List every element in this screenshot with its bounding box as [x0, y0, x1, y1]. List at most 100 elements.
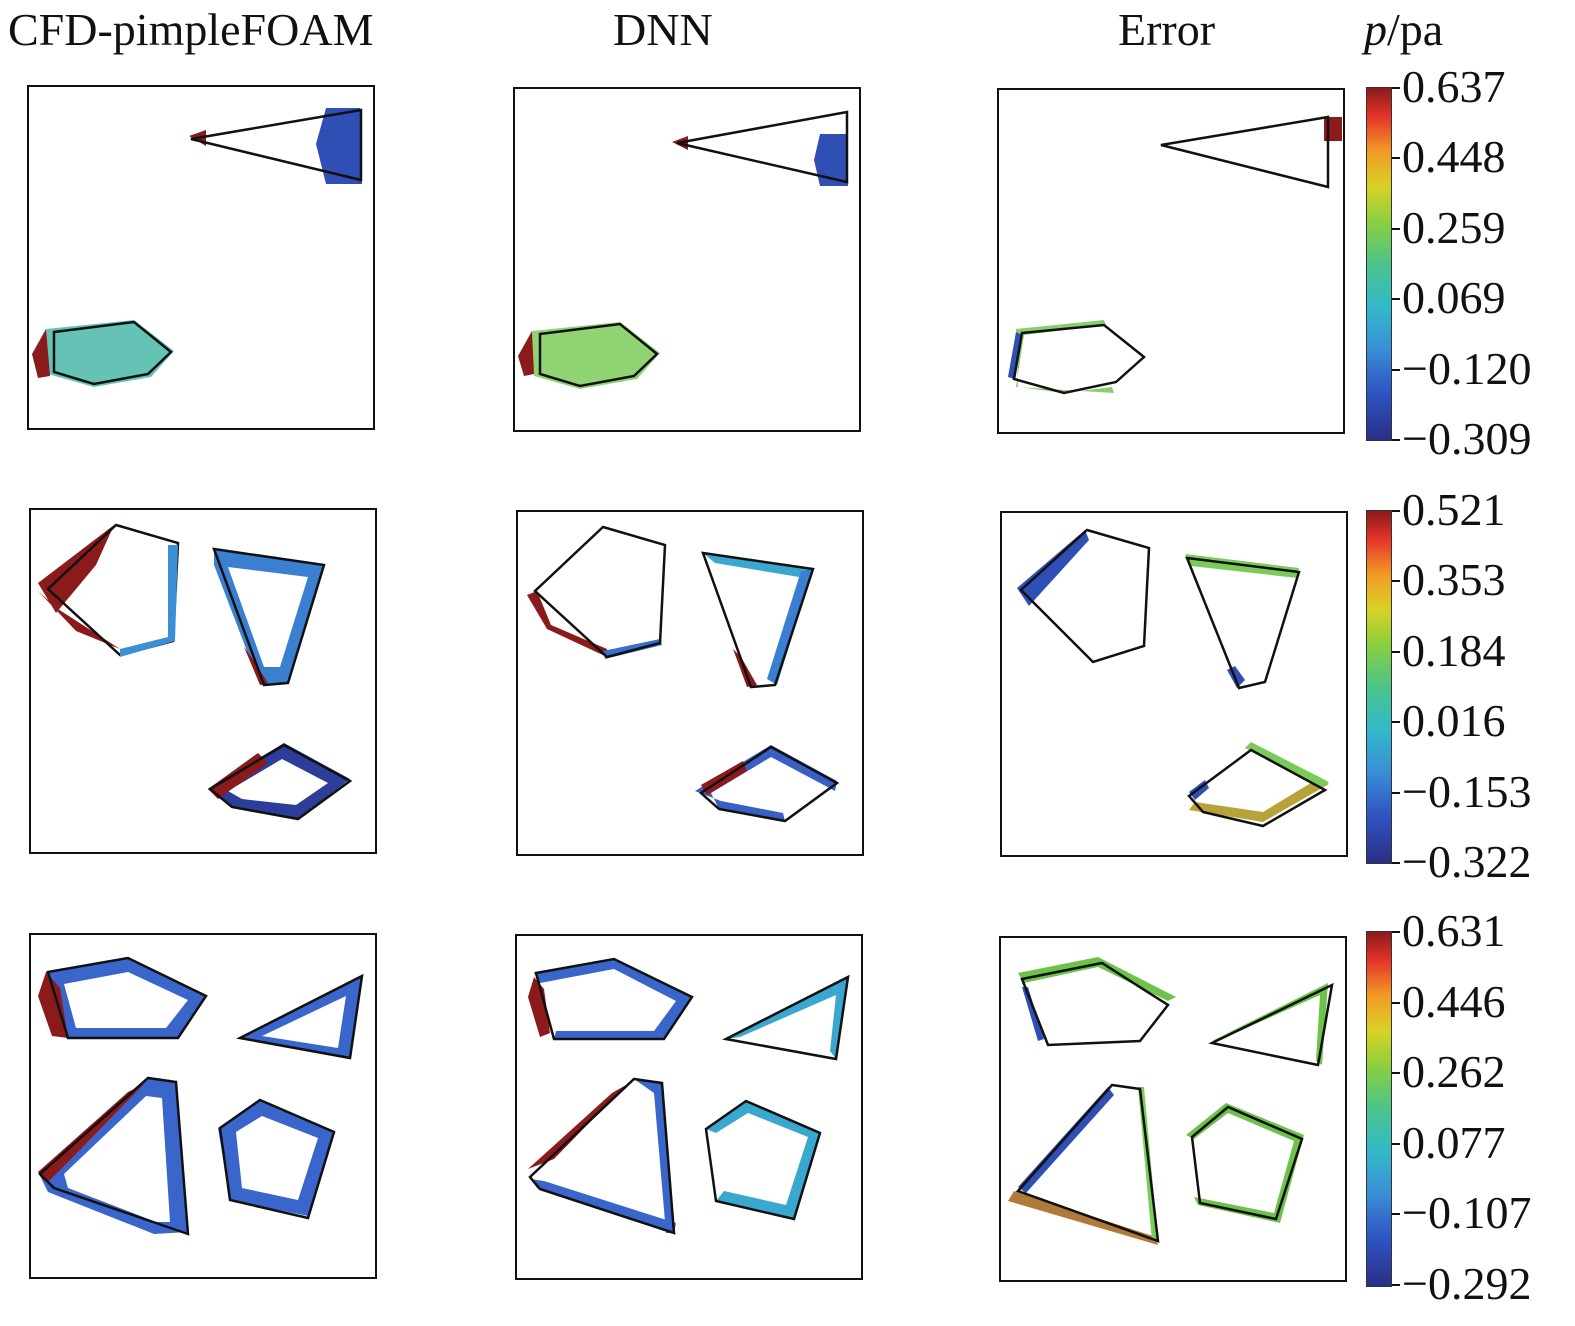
quad-pressure-band	[530, 1179, 676, 1233]
panel-row2-error	[1000, 511, 1348, 857]
pentagon-shape	[534, 957, 694, 1041]
pentagon-inner	[64, 972, 188, 1028]
row3-error-shapes	[1008, 957, 1334, 1245]
trapezoid-band-right	[767, 569, 813, 685]
trapezoid-shape	[212, 547, 326, 687]
row3-dnn-shapes	[528, 957, 850, 1235]
colorbar-row3	[1366, 931, 1392, 1287]
panel-row2-cfd	[29, 508, 377, 854]
quad-shape	[1187, 748, 1328, 828]
pentagon-low-band	[120, 545, 178, 657]
colorbar-row3-label-min: −0.292	[1402, 1258, 1532, 1309]
column-title-dnn: DNN	[613, 4, 713, 55]
panel-row1-dnn	[513, 87, 861, 432]
pentagon-shape	[1019, 528, 1151, 664]
colorbar-row1-label-min: −0.309	[1402, 413, 1532, 464]
row2-error-shapes	[1017, 528, 1329, 828]
column-title-error: Error	[1118, 4, 1216, 55]
colorbar-row2-tick	[1392, 580, 1400, 582]
hexagon-shape	[52, 320, 173, 386]
trapezoid-pressure-band	[703, 553, 813, 579]
colorbar-row2-label: −0.153	[1402, 766, 1532, 817]
colorbar-row3-tick	[1392, 1213, 1400, 1215]
quad-error-band	[1008, 1191, 1158, 1245]
triangle-shape	[1160, 115, 1330, 189]
colorbar-row1-tick	[1392, 369, 1400, 371]
colorbar-row1-tick	[1392, 228, 1400, 230]
row1-dnn-shapes	[518, 110, 849, 389]
triangle-shape	[676, 110, 849, 184]
hexagon-shape	[1012, 323, 1146, 395]
quad-inner	[228, 759, 328, 805]
quad-shape	[207, 743, 353, 821]
pressure-symbol: p	[1364, 4, 1387, 55]
quad-low-band	[1018, 1087, 1114, 1193]
quad-shape	[698, 745, 840, 823]
colorbar-row3-label-max: 0.631	[1402, 905, 1506, 956]
triangle-pressure-band	[726, 977, 848, 1059]
trapezoid-shape	[1185, 556, 1301, 690]
pentagon2-shape	[1190, 1105, 1304, 1221]
quad-shape	[1015, 1083, 1160, 1243]
pentagon2-pressure-band	[706, 1101, 820, 1219]
colorbar-row1-tick	[1392, 157, 1400, 159]
panel-row3-error	[999, 936, 1347, 1282]
pentagon-high-band	[528, 977, 550, 1037]
colorbar-row3-label: 0.262	[1402, 1046, 1506, 1097]
pentagon-pressure-band	[534, 959, 692, 1039]
triangle-shape	[236, 973, 364, 1060]
triangle-inner	[262, 996, 346, 1048]
row2-dnn-shapes	[527, 525, 840, 823]
row1-error-shapes	[1008, 115, 1342, 395]
colorbar-row2-label-min: −0.322	[1402, 836, 1532, 887]
colorbar-row2	[1366, 510, 1392, 864]
panel-row2-dnn	[516, 510, 864, 856]
quad-top-band	[1245, 742, 1329, 788]
hexagon-high-band	[32, 329, 50, 378]
colorbar-row2-tick	[1392, 792, 1400, 794]
colorbar-row2-tick	[1392, 651, 1400, 653]
colorbar-row3-tick	[1392, 931, 1400, 933]
colorbar-row2-label: 0.184	[1402, 625, 1506, 676]
colorbar-row2-tick	[1392, 862, 1400, 864]
pentagon-high-band	[527, 591, 607, 657]
colorbar-row1-tick	[1392, 298, 1400, 300]
trapezoid-inner	[228, 567, 308, 667]
colorbar-row3-label: −0.107	[1402, 1187, 1532, 1238]
trapezoid-shape	[701, 551, 815, 689]
trapezoid-low-band	[1227, 666, 1245, 688]
triangle-pressure-band	[240, 976, 362, 1058]
colorbar-unit-label: p/pa	[1364, 4, 1443, 56]
row2-cfd-shapes	[38, 523, 353, 821]
quad-error-band	[1189, 778, 1329, 822]
triangle-error-band	[1324, 117, 1342, 141]
colorbar-row2-tick	[1392, 510, 1400, 512]
triangle-shape	[1208, 982, 1334, 1067]
pentagon-high-band	[38, 972, 68, 1038]
hexagon-pressure-band	[46, 320, 174, 387]
colorbar-row1-label: −0.120	[1402, 343, 1532, 394]
colorbar-row1-label: 0.448	[1402, 131, 1506, 182]
colorbar-row2-label: 0.016	[1402, 695, 1506, 746]
colorbar-row3-tick	[1392, 1002, 1400, 1004]
pentagon2-inner	[236, 1116, 318, 1200]
colorbar-row3-label: 0.446	[1402, 976, 1506, 1027]
quad-shape	[38, 1076, 190, 1236]
hexagon-high-band	[518, 331, 534, 376]
triangle-shape	[190, 108, 363, 182]
hexagon-pressure-band	[532, 322, 660, 389]
colorbar-row2-tick	[1392, 721, 1400, 723]
pentagon2-shape	[704, 1099, 822, 1221]
hexagon-shape	[538, 322, 659, 388]
column-title-cfd: CFD-pimpleFOAM	[8, 4, 374, 55]
colorbar-row3-tick	[1392, 1143, 1400, 1145]
triangle-shape	[722, 974, 850, 1061]
triangle-pressure-band	[316, 108, 362, 184]
row1-cfd-shapes	[32, 108, 363, 387]
colorbar-row1-tick	[1392, 439, 1400, 441]
row3-cfd-shapes	[38, 956, 364, 1236]
quad-shape	[528, 1077, 676, 1235]
quad-high-band	[528, 1085, 626, 1169]
pentagon-high-band	[38, 525, 114, 613]
colorbar-row1	[1366, 87, 1392, 441]
